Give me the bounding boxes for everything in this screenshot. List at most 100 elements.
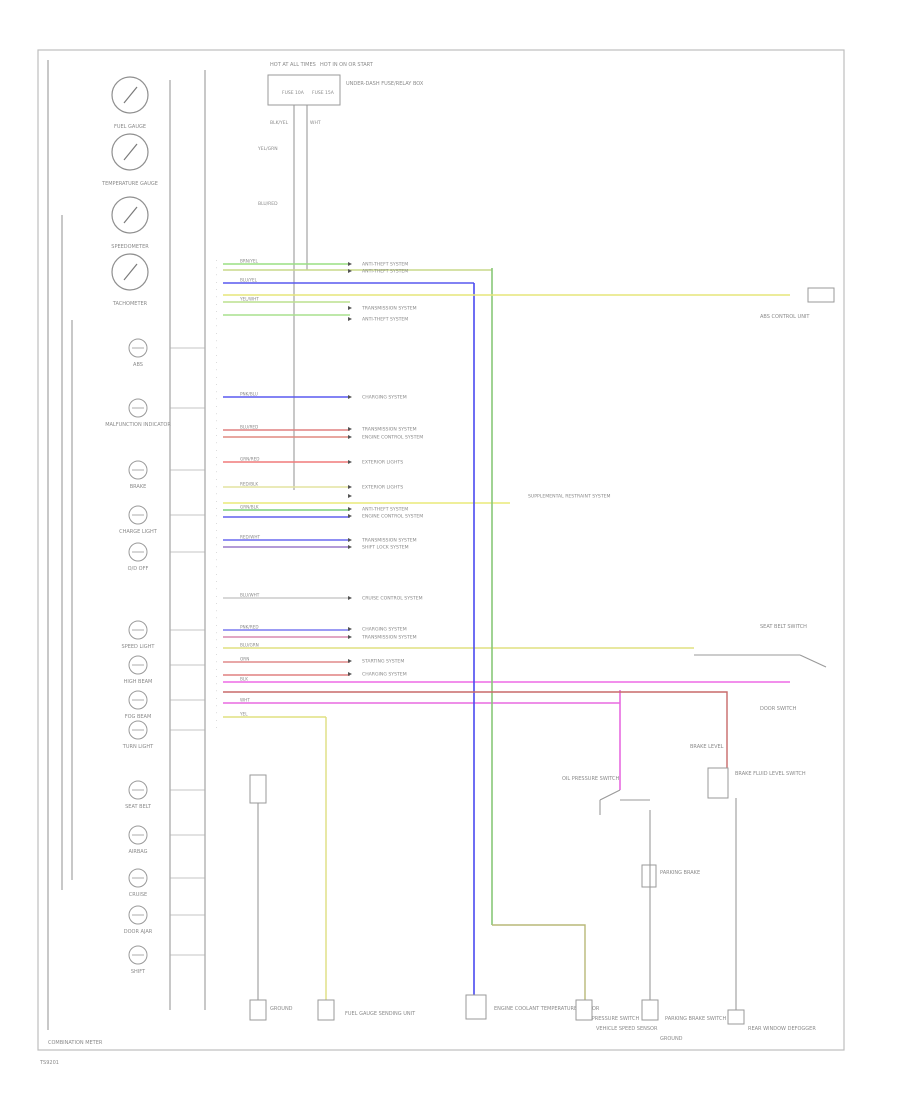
destination-label: SUPPLEMENTAL RESTRAINT SYSTEM bbox=[528, 494, 611, 500]
indicator-label: CRUISE bbox=[129, 892, 147, 898]
indicator-lamp: CRUISE bbox=[128, 868, 205, 898]
wire-color-label: BLK bbox=[240, 677, 248, 682]
connector-pin: · bbox=[216, 617, 217, 622]
connector-pin: · bbox=[216, 566, 217, 571]
arrow-icon bbox=[348, 627, 352, 631]
vertical-label-yelgrn: YEL/GRN bbox=[257, 146, 278, 152]
indicator-label: TURN LIGHT bbox=[122, 744, 154, 750]
red-run bbox=[223, 691, 728, 770]
parking-brake-switch: PARKING BRAKE bbox=[641, 864, 700, 888]
top-fuse-left-label: HOT AT ALL TIMES bbox=[270, 62, 316, 68]
arrow-icon bbox=[348, 672, 352, 676]
connector-pin: · bbox=[216, 646, 217, 651]
ect-sensor-label: ENGINE COOLANT TEMPERATURE SENSOR bbox=[494, 1006, 600, 1012]
indicator-label: SPEED LIGHT bbox=[122, 644, 156, 650]
footer-code: TS9201 bbox=[39, 1060, 59, 1066]
connector-pin: · bbox=[216, 661, 217, 666]
indicator-lamp: BRAKE bbox=[128, 460, 205, 490]
connector-pin: · bbox=[216, 266, 217, 271]
temperature-gauge: TEMPERATURE GAUGE bbox=[101, 133, 158, 187]
arrow-icon bbox=[348, 460, 352, 464]
connector-pin: · bbox=[216, 551, 217, 556]
wire-color-label: YEL bbox=[239, 712, 248, 717]
ground-point-left: GROUND bbox=[249, 774, 293, 1021]
indicator-lamp: FOG BEAM bbox=[125, 690, 205, 720]
wire-color-label: BRN/YEL bbox=[240, 259, 259, 264]
top-fuse-right-label: HOT IN ON OR START bbox=[320, 62, 374, 68]
arrow-icon bbox=[348, 596, 352, 600]
destination-label: TRANSMISSION SYSTEM bbox=[361, 538, 417, 544]
arrow-icon bbox=[348, 514, 352, 518]
connector-pin: · bbox=[216, 507, 217, 512]
arrow-icon bbox=[348, 538, 352, 542]
destination-label: TRANSMISSION SYSTEM bbox=[361, 635, 417, 641]
fuel-sending-unit-label: FUEL GAUGE SENDING UNIT bbox=[345, 1011, 416, 1017]
destination-label: ANTI-THEFT SYSTEM bbox=[362, 269, 408, 275]
connector-pin: · bbox=[216, 354, 217, 359]
connector-pin: · bbox=[216, 544, 217, 549]
wire-color-label: BLU/WHT bbox=[240, 593, 260, 598]
connector-pin: · bbox=[216, 427, 217, 432]
indicator-label: DOOR AJAR bbox=[124, 929, 153, 935]
indicator-label: O/D OFF bbox=[128, 566, 149, 572]
green-run-bottom bbox=[492, 924, 586, 1000]
destination-label: ENGINE CONTROL SYSTEM bbox=[362, 514, 423, 520]
connector-pin: · bbox=[216, 573, 217, 578]
vertical-label-blkyel: BLK/YEL bbox=[270, 120, 289, 126]
indicator-lamp: MALFUNCTION INDICATOR bbox=[105, 398, 205, 428]
destination-label: CHARGING SYSTEM bbox=[362, 395, 407, 401]
connector-pin: · bbox=[216, 456, 217, 461]
arrow-icon bbox=[348, 395, 352, 399]
destination-label: TRANSMISSION SYSTEM bbox=[361, 427, 417, 433]
indicator-label: HIGH BEAM bbox=[124, 679, 153, 685]
connector-pin: · bbox=[216, 580, 217, 585]
connector-pin: · bbox=[216, 675, 217, 680]
vehicle-speed-sensor: VEHICLE SPEED SENSOR bbox=[575, 999, 658, 1032]
vehicle-speed-sensor-label: VEHICLE SPEED SENSOR bbox=[596, 1026, 658, 1032]
connector-pin: · bbox=[216, 471, 217, 476]
abs-control-unit-label: ABS CONTROL UNIT bbox=[760, 314, 810, 320]
oil-pressure-bottom-label: OIL PRESSURE SWITCH bbox=[582, 1016, 640, 1022]
destination-label: EXTERIOR LIGHTS bbox=[362, 485, 403, 491]
connector-pin: · bbox=[216, 485, 217, 490]
connector-pin: · bbox=[216, 463, 217, 468]
connector-pin: · bbox=[216, 332, 217, 337]
rear-window-defogger-label: REAR WINDOW DEFOGGER bbox=[748, 1026, 816, 1032]
indicator-label: SEAT BELT bbox=[125, 804, 152, 810]
connector-pin: · bbox=[216, 690, 217, 695]
indicator-lamp: ABS bbox=[128, 338, 205, 368]
indicator-lamp: AIRBAG bbox=[128, 825, 205, 855]
connector-pin: · bbox=[216, 697, 217, 702]
indicator-label: MALFUNCTION INDICATOR bbox=[105, 422, 171, 428]
arrow-icon bbox=[348, 659, 352, 663]
ground-point-right: GROUND bbox=[641, 999, 683, 1042]
connector-pin: · bbox=[216, 442, 217, 447]
wire-color-label: RED/WHT bbox=[240, 535, 260, 540]
indicator-label: ABS bbox=[133, 362, 143, 368]
parking-brake-bottom-label: PARKING BRAKE SWITCH bbox=[665, 1016, 727, 1022]
arrow-icon bbox=[348, 507, 352, 511]
indicator-lamp: SEAT BELT bbox=[125, 780, 205, 810]
fuse-box bbox=[267, 74, 341, 106]
connector-pin: · bbox=[216, 325, 217, 330]
connector-pin: · bbox=[216, 558, 217, 563]
cluster-label: COMBINATION METER bbox=[48, 1040, 103, 1046]
connector-pin: · bbox=[216, 602, 217, 607]
harness-wires: BRN/YELBLU/YELYEL/WHTPNK/BLUBLU/REDGRN/R… bbox=[223, 259, 790, 718]
wire-color-label: ORN bbox=[240, 657, 249, 662]
fuel-gauge: FUEL GAUGE bbox=[111, 76, 149, 130]
connector-pin: · bbox=[216, 515, 217, 520]
arrow-icon bbox=[348, 427, 352, 431]
wire-color-label: GRN/BLK bbox=[240, 505, 259, 510]
connector-pin: · bbox=[216, 712, 217, 717]
destination-label: CHARGING SYSTEM bbox=[362, 627, 407, 633]
vertical-label-blured: BLU/RED bbox=[258, 201, 278, 207]
connector-pin: · bbox=[216, 609, 217, 614]
brake-fluid-level-switch: BRAKE LEVEL BRAKE FLUID LEVEL SWITCH bbox=[690, 744, 806, 799]
brake-fluid-level-switch-label: BRAKE FLUID LEVEL SWITCH bbox=[735, 771, 806, 777]
connector-pin: · bbox=[216, 536, 217, 541]
fuse-label-10a: FUSE 10A bbox=[282, 90, 305, 96]
abs-control-unit: ABS CONTROL UNIT bbox=[760, 287, 835, 320]
destination-label: ENGINE CONTROL SYSTEM bbox=[362, 435, 423, 441]
